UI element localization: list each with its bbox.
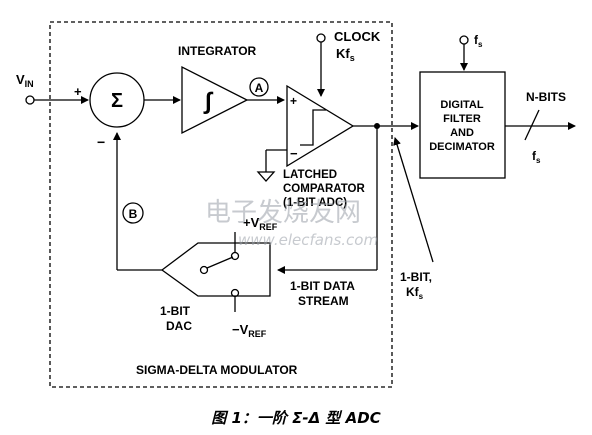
output-node-dot [374, 123, 380, 129]
node-b-label: B [129, 207, 138, 221]
filter-label-3: AND [450, 127, 474, 139]
filter-label-1: DIGITAL [440, 99, 483, 111]
onebit-pointer-arrow [393, 137, 434, 263]
filter-label-2: FILTER [443, 113, 481, 125]
dac-switch-arm [206, 256, 234, 269]
comparator-plus-sign: + [290, 94, 297, 108]
vref-pos-label: +VREF [243, 215, 278, 232]
sum-minus-sign: − [97, 134, 105, 150]
comparator-label-2: COMPARATOR [283, 183, 365, 195]
ground-icon [256, 171, 276, 182]
dac-vref-neg-contact [230, 288, 240, 298]
comparator-label-1: LATCHED [283, 169, 337, 181]
comparator-step-symbol [300, 109, 326, 146]
comparator-minus-sign: − [290, 146, 298, 161]
clock-terminal [316, 33, 326, 43]
dac-label-2: DAC [166, 319, 192, 333]
onebit-label-2: Kfs [406, 285, 424, 301]
input-terminal [25, 95, 35, 105]
digital-filter-block [419, 71, 506, 179]
dac-label-1: 1-BIT [160, 304, 191, 318]
sum-symbol: Σ [111, 90, 123, 112]
node-a-marker [249, 77, 269, 97]
clock-label: CLOCK [334, 29, 381, 44]
comparator-label-3: (1-BIT ADC) [283, 197, 347, 209]
integrator-block [181, 65, 249, 135]
fs-top-label: fs [474, 33, 483, 49]
node-a-label: A [255, 81, 264, 95]
watermark-chinese: 电子发烧友网 [205, 198, 361, 228]
input-label: VIN [16, 72, 34, 89]
onebit-label-1: 1-BIT, [400, 270, 432, 284]
stream-label-1: 1-BIT DATA [290, 279, 355, 293]
integrator-symbol: ∫ [203, 88, 214, 115]
dac-vref-pos-contact [230, 251, 240, 261]
modulator-boundary [49, 21, 393, 388]
comparator-block [286, 84, 355, 168]
dac-block [160, 242, 271, 297]
bus-slash [524, 109, 540, 141]
node-b-marker [122, 202, 144, 224]
dac-switch-pivot [199, 265, 209, 275]
fs-terminal [459, 35, 469, 45]
modulator-label: SIGMA-DELTA MODULATOR [136, 363, 298, 377]
fs-out-label: fs [532, 149, 541, 165]
clock-rate-label: Kfs [336, 46, 355, 63]
figure-caption: 图 1：一阶 Σ-Δ 型 ADC [211, 409, 380, 427]
watermark-url: www.elecfans.com [238, 231, 378, 249]
filter-label-4: DECIMATOR [429, 141, 495, 153]
sum-plus-sign: + [74, 84, 82, 99]
stream-label-2: STREAM [298, 294, 349, 308]
vref-neg-label: −VREF [232, 322, 267, 339]
nbits-label: N-BITS [526, 90, 566, 104]
integrator-label: INTEGRATOR [178, 44, 257, 58]
